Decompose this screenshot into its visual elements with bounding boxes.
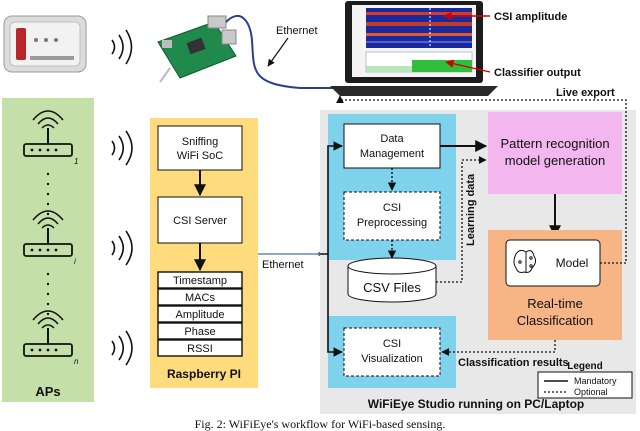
aps-title: APs [35, 384, 60, 399]
csi-server-box [157, 196, 243, 244]
ellipsis-dot [46, 282, 50, 286]
ap-index-label: i [74, 257, 76, 266]
classifier-output-pointer [445, 59, 491, 73]
csi-field-cell [157, 305, 243, 323]
csi-preprocessing-box [343, 191, 441, 241]
csi-field-label: RSSI [187, 343, 213, 355]
ethernet-to-mgmt-arrow [320, 141, 343, 255]
live-export-label: Live export [556, 87, 615, 99]
realtime-classification-label-1: Real-time [527, 296, 583, 311]
figure-caption: Fig. 2: WiFiEye's workflow for WiFi-base… [195, 417, 446, 431]
ellipsis-dot [46, 212, 50, 216]
ethernet-cable [225, 15, 338, 89]
csi-field-label: Amplitude [176, 309, 225, 321]
csi-field-label: Timestamp [173, 275, 227, 287]
ap-index-label: n [74, 357, 79, 366]
csi-preprocessing-label-1: CSI [383, 202, 401, 214]
wifi-waves-icon [111, 29, 133, 65]
csi-amplitude-label: CSI amplitude [494, 11, 567, 23]
data-management-box [343, 123, 441, 169]
ellipsis-dot [46, 172, 50, 176]
brain-icon [513, 249, 537, 273]
csi-field-cell [157, 288, 243, 306]
ellipsis-dot [46, 292, 50, 296]
csv-to-pattern-arrow [436, 156, 487, 283]
ellipsis-dot [46, 312, 50, 316]
ellipsis-dot [46, 302, 50, 306]
raspberry-pi-board-icon [157, 15, 237, 83]
data-management-label-2: Management [360, 148, 424, 160]
legend-box [537, 371, 633, 399]
top-ethernet-label: Ethernet [276, 25, 318, 37]
raspberry-pi-title: Raspberry PI [167, 367, 241, 381]
classification-results-arrow [441, 340, 556, 356]
sniffing-soc-label-1: Sniffing [182, 136, 219, 148]
csi-field-cell [157, 271, 243, 289]
sniffing-soc-label-2: WiFi SoC [177, 150, 224, 162]
pattern-recognition-label-2: model generation [505, 153, 605, 168]
csi-field-label: Phase [184, 326, 215, 338]
ellipsis-dot [46, 182, 50, 186]
csv-files-label: CSV Files [363, 280, 421, 295]
router-illustration [3, 15, 87, 73]
pattern-recognition-label-1: Pattern recognition [500, 136, 609, 151]
classifier-output-label: Classifier output [494, 67, 581, 79]
csv-files-cylinder [347, 257, 437, 303]
learning-data-label: Learning data [465, 173, 477, 246]
sniffing-soc-box [157, 125, 243, 171]
pattern-recognition-box [488, 112, 622, 194]
ethernet-to-vis-arrow [327, 254, 343, 357]
csi-visualization-label-1: CSI [383, 338, 401, 350]
pi-ethernet-label: Ethernet [262, 259, 304, 271]
legend-title: Legend [567, 361, 603, 372]
ellipsis-dot [46, 272, 50, 276]
model-label: Model [556, 256, 589, 270]
csi-visualization-label-2: Visualization [361, 353, 423, 365]
ellipsis-dot [46, 192, 50, 196]
legend-mandatory-label: Mandatory [574, 376, 617, 386]
ap-icon: i [23, 210, 76, 266]
csi-field-cell [157, 339, 243, 357]
ellipsis-dot [46, 202, 50, 206]
laptop-illustration [330, 1, 498, 96]
ap-icon-group: 1 i n [23, 110, 79, 366]
csi-visualization-box [343, 327, 441, 377]
ap-icon: n [23, 310, 79, 366]
csi-server-label: CSI Server [173, 215, 227, 227]
ap-index-label: 1 [74, 157, 78, 166]
csi-field-cell [157, 322, 243, 340]
csi-preprocessing-label-2: Preprocessing [357, 217, 427, 229]
studio-title: WiFiEye Studio running on PC/Laptop [368, 397, 585, 411]
ap-wifi-waves [111, 130, 133, 366]
data-management-label-1: Data [380, 133, 404, 145]
legend-optional-label: Optional [574, 387, 608, 397]
realtime-classification-label-2: Classification [517, 313, 594, 328]
live-export-arrow [336, 95, 627, 264]
csi-field-label: MACs [185, 292, 215, 304]
classification-results-label: Classification results [458, 357, 569, 369]
ethernet-pointer [267, 37, 289, 67]
ap-icon: 1 [23, 110, 78, 166]
